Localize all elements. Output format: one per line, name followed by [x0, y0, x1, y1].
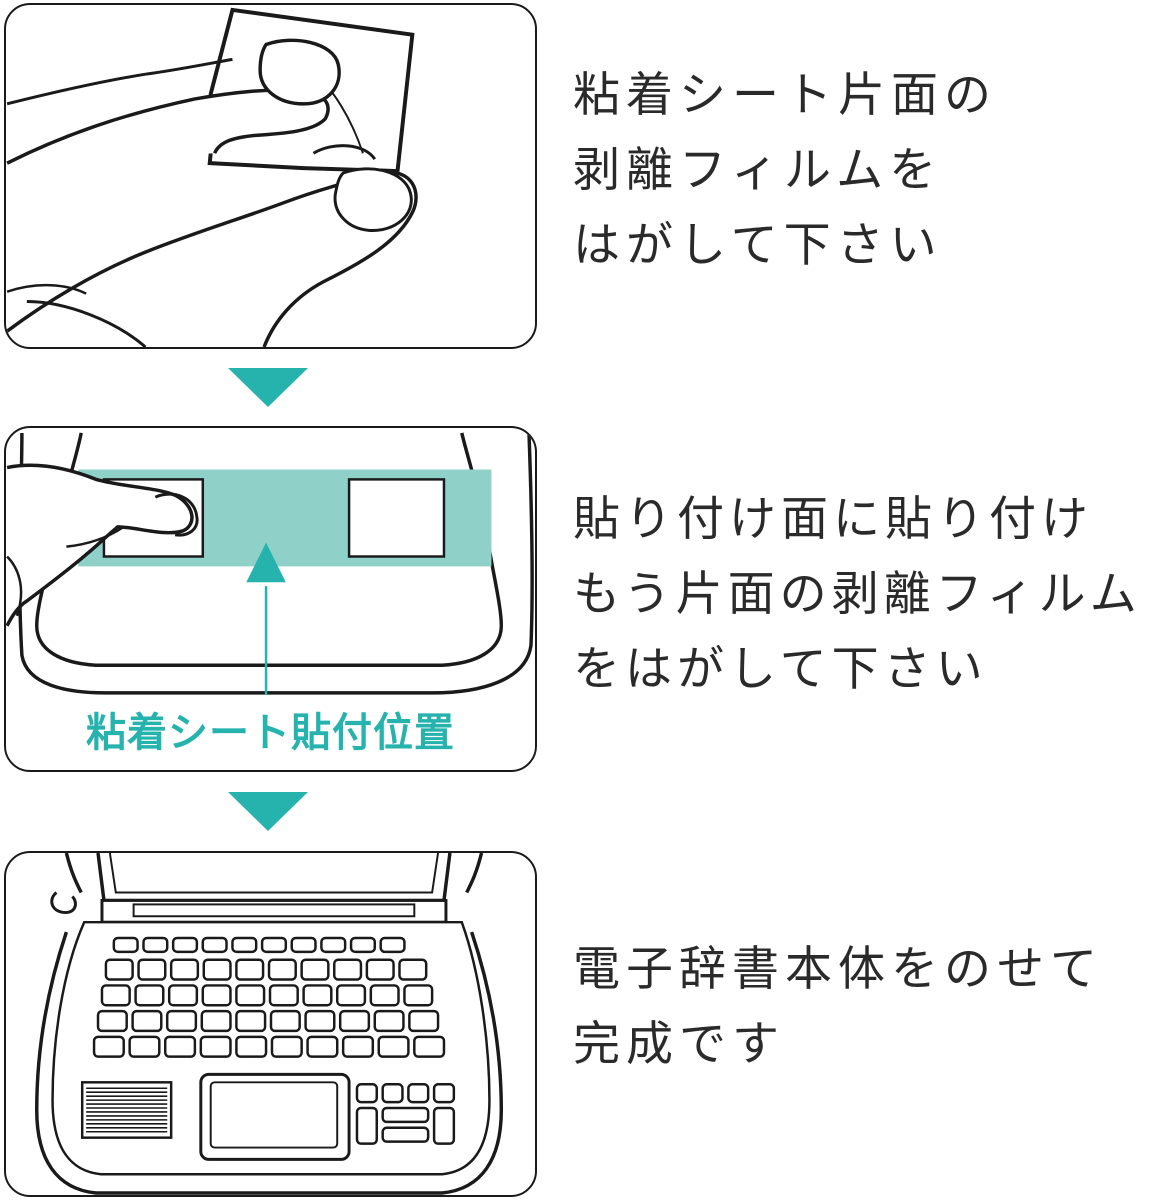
keyboard-key	[260, 936, 288, 954]
keyboard-key	[92, 1035, 125, 1058]
adhesive-position-label: 粘着シート貼付位置	[86, 710, 455, 756]
down-arrow-icon	[228, 368, 308, 407]
keyboard-key	[290, 936, 317, 954]
step3-line: 電子辞書本体をのせて	[573, 942, 1103, 997]
keyboard-key	[165, 1009, 198, 1033]
keyboard-key	[377, 1035, 410, 1058]
keyboard-key	[142, 936, 169, 954]
keyboard-key	[408, 1009, 440, 1033]
step1-illustration	[4, 3, 537, 349]
keyboard-key	[267, 958, 297, 981]
keyboard-key	[304, 1009, 336, 1033]
keyboard-key	[338, 1009, 371, 1033]
electronic-dictionary-illustration	[35, 853, 504, 1195]
step1-line: 剥離フィルムを	[573, 143, 943, 198]
step2-line: 貼り付け面に貼り付け	[573, 492, 1093, 547]
step2-instruction: 貼り付け面に貼り付け もう片面の剥離フィルム をはがして下さい	[573, 482, 1142, 707]
keyboard-key	[306, 1035, 339, 1058]
keyboard-key	[104, 958, 134, 981]
keyboard-key	[134, 984, 165, 1007]
keyboard-key	[333, 958, 363, 981]
keyboard-key	[163, 1035, 197, 1058]
keyboard-key	[379, 936, 406, 954]
keyboard-key	[373, 1009, 405, 1033]
step1-line: 粘着シート片面の	[573, 68, 997, 123]
step2-line: もう片面の剥離フィルム	[573, 567, 1142, 622]
keyboard-key	[302, 984, 333, 1007]
keyboard-key	[300, 958, 330, 981]
keyboard-key	[270, 1035, 303, 1058]
keyboard-key	[202, 958, 232, 981]
apply-sheet-illustration	[6, 432, 534, 695]
keyboard-key	[235, 1035, 268, 1058]
step3-line: 完成です	[573, 1017, 785, 1072]
step1-line: はがして下さい	[573, 218, 943, 273]
keyboard-key	[269, 1009, 301, 1033]
keyboard-key	[128, 1035, 161, 1058]
step3-illustration	[4, 851, 537, 1197]
keyboard-key	[235, 1009, 267, 1033]
keyboard-key	[201, 984, 232, 1007]
keyboard-key	[369, 984, 400, 1007]
keyboard-key	[112, 936, 139, 954]
keyboard-key	[235, 958, 265, 981]
keyboard-key	[167, 984, 199, 1007]
peel-film-illustration	[6, 7, 418, 347]
keyboard-key	[398, 958, 428, 981]
keyboard-key	[201, 936, 228, 954]
keyboard-key	[235, 984, 266, 1007]
step1-instruction: 粘着シート片面の 剥離フィルムを はがして下さい	[573, 58, 997, 283]
keyboard-key	[100, 984, 131, 1007]
keyboard-key	[137, 958, 167, 981]
step3-instruction: 電子辞書本体をのせて 完成です	[573, 932, 1103, 1082]
down-arrow-icon	[228, 792, 308, 831]
keyboard-key	[169, 958, 200, 981]
keyboard-key	[335, 984, 367, 1007]
keyboard-key	[231, 936, 258, 954]
step2-line: をはがして下さい	[573, 642, 988, 697]
keyboard-key	[341, 1035, 375, 1058]
keyboard-key	[199, 1035, 232, 1058]
keyboard-key	[96, 1009, 128, 1033]
keyboard-key	[413, 1035, 446, 1058]
keyboard-key	[320, 936, 347, 954]
keyboard-keys	[92, 936, 446, 1058]
keyboard-key	[365, 958, 395, 981]
speaker-grille	[86, 1087, 168, 1133]
keyboard-key	[268, 984, 299, 1007]
step2-illustration: 粘着シート貼付位置	[4, 426, 537, 772]
keyboard-key	[131, 1009, 163, 1033]
keyboard-key	[200, 1009, 232, 1033]
keyboard-key	[171, 936, 199, 954]
keyboard-key	[349, 936, 377, 954]
keyboard-key	[403, 984, 434, 1007]
